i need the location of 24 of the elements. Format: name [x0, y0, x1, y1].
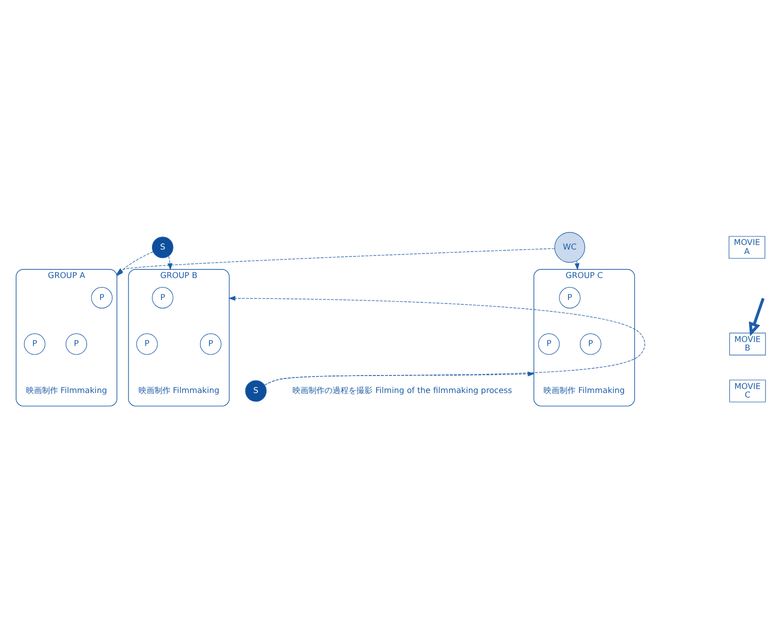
arrow [168, 256, 172, 270]
node-circle: P [538, 333, 560, 355]
node-circle: P [136, 333, 158, 355]
arrow [264, 372, 535, 386]
node-box: MOVIE B [729, 332, 766, 356]
arrow [228, 296, 646, 386]
node-circle: P [24, 333, 46, 355]
node-circle: P [91, 287, 113, 308]
node-box: MOVIE C [729, 380, 766, 402]
node-box: MOVIE A [728, 236, 766, 259]
node-circle: P [580, 333, 602, 355]
node-circle: P [200, 333, 222, 355]
node-label: 映画制作 Filmmaking [138, 385, 220, 396]
arrow [574, 260, 580, 270]
node-circle: P [559, 287, 580, 308]
node-circle: P [152, 287, 174, 308]
node-label: 映画制作 Filmmaking [26, 385, 108, 396]
arrow [748, 298, 765, 336]
arrow [116, 248, 555, 274]
node-circle: P [66, 333, 88, 355]
node-label: 映画制作 Filmmaking [544, 385, 625, 396]
node-circle: S [245, 380, 267, 402]
node-label: 映画制作の過程を撮影 Filming of the filmmaking process [292, 385, 512, 396]
node-circle: S [152, 236, 174, 258]
